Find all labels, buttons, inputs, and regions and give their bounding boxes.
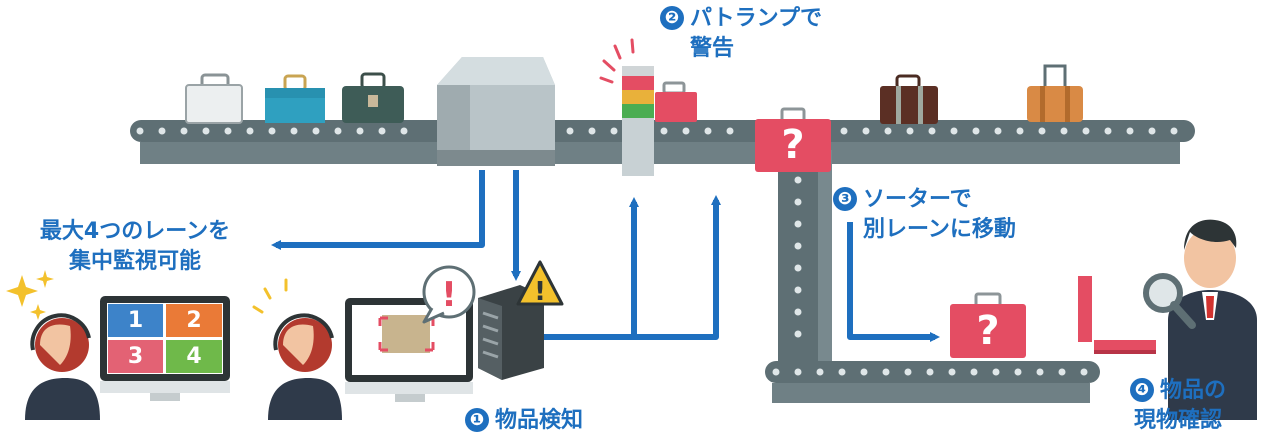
- step3-number: ❸: [833, 187, 857, 211]
- step1-number: ❶: [465, 408, 489, 432]
- sorter-conveyor: [778, 150, 832, 365]
- main-conveyor: [130, 120, 1195, 164]
- warning-triangle-icon: [516, 260, 564, 306]
- suitcase-teal: [265, 74, 325, 123]
- inspector-person: [1143, 219, 1257, 420]
- suitcase-red-small: [655, 81, 697, 122]
- flow-arrows: [271, 170, 940, 342]
- monitoring-label: 最大4つのレーンを 集中監視可能: [15, 217, 255, 277]
- question-mark-icon-lower: ?: [976, 308, 999, 354]
- step4-line1: 物品の: [1159, 378, 1226, 403]
- tile-2-label: 2: [186, 308, 202, 333]
- monitor-four-lanes: [100, 296, 230, 401]
- monitoring-line2: 集中監視可能: [68, 249, 201, 274]
- step1-text: 物品検知: [495, 408, 584, 433]
- scanner-gate: [437, 57, 555, 166]
- step2-number: ❷: [660, 6, 684, 30]
- suitcase-white: [185, 73, 243, 124]
- opened-suitcase: [1078, 276, 1156, 354]
- step3-line1: ソーターで: [863, 187, 972, 212]
- alert-speech-bubble: [422, 265, 476, 324]
- suitcase-brown: [880, 74, 938, 124]
- tile-3-label: 3: [127, 344, 144, 369]
- question-mark-icon: ?: [781, 122, 804, 168]
- operator-left: [25, 313, 100, 420]
- patlamp-tower: [599, 38, 654, 176]
- monitor-detection: [345, 298, 473, 402]
- operator-middle: [252, 278, 342, 420]
- suitcase-orange: [1027, 64, 1083, 122]
- suitcase-question-top: [755, 107, 831, 172]
- warning-exclamation-icon: !: [534, 277, 546, 307]
- exclamation-icon: !: [441, 275, 457, 315]
- step2-line2: 警告: [690, 36, 735, 61]
- tile-1-label: 1: [127, 308, 144, 333]
- lower-conveyor: [765, 361, 1100, 403]
- step3-line2: 別レーンに移動: [863, 217, 1016, 242]
- step4-line2: 現物確認: [1133, 408, 1222, 433]
- step4-number: ❹: [1129, 378, 1154, 402]
- suitcase-question-bottom: [950, 292, 1026, 358]
- server-unit: [478, 285, 544, 380]
- sparkle-icons: [6, 270, 54, 320]
- monitoring-line1: 最大4つのレーンを: [39, 219, 231, 244]
- step2-line1: パトランプで: [690, 6, 823, 31]
- suitcase-dark-teal: [342, 72, 404, 123]
- tile-4-label: 4: [186, 344, 202, 369]
